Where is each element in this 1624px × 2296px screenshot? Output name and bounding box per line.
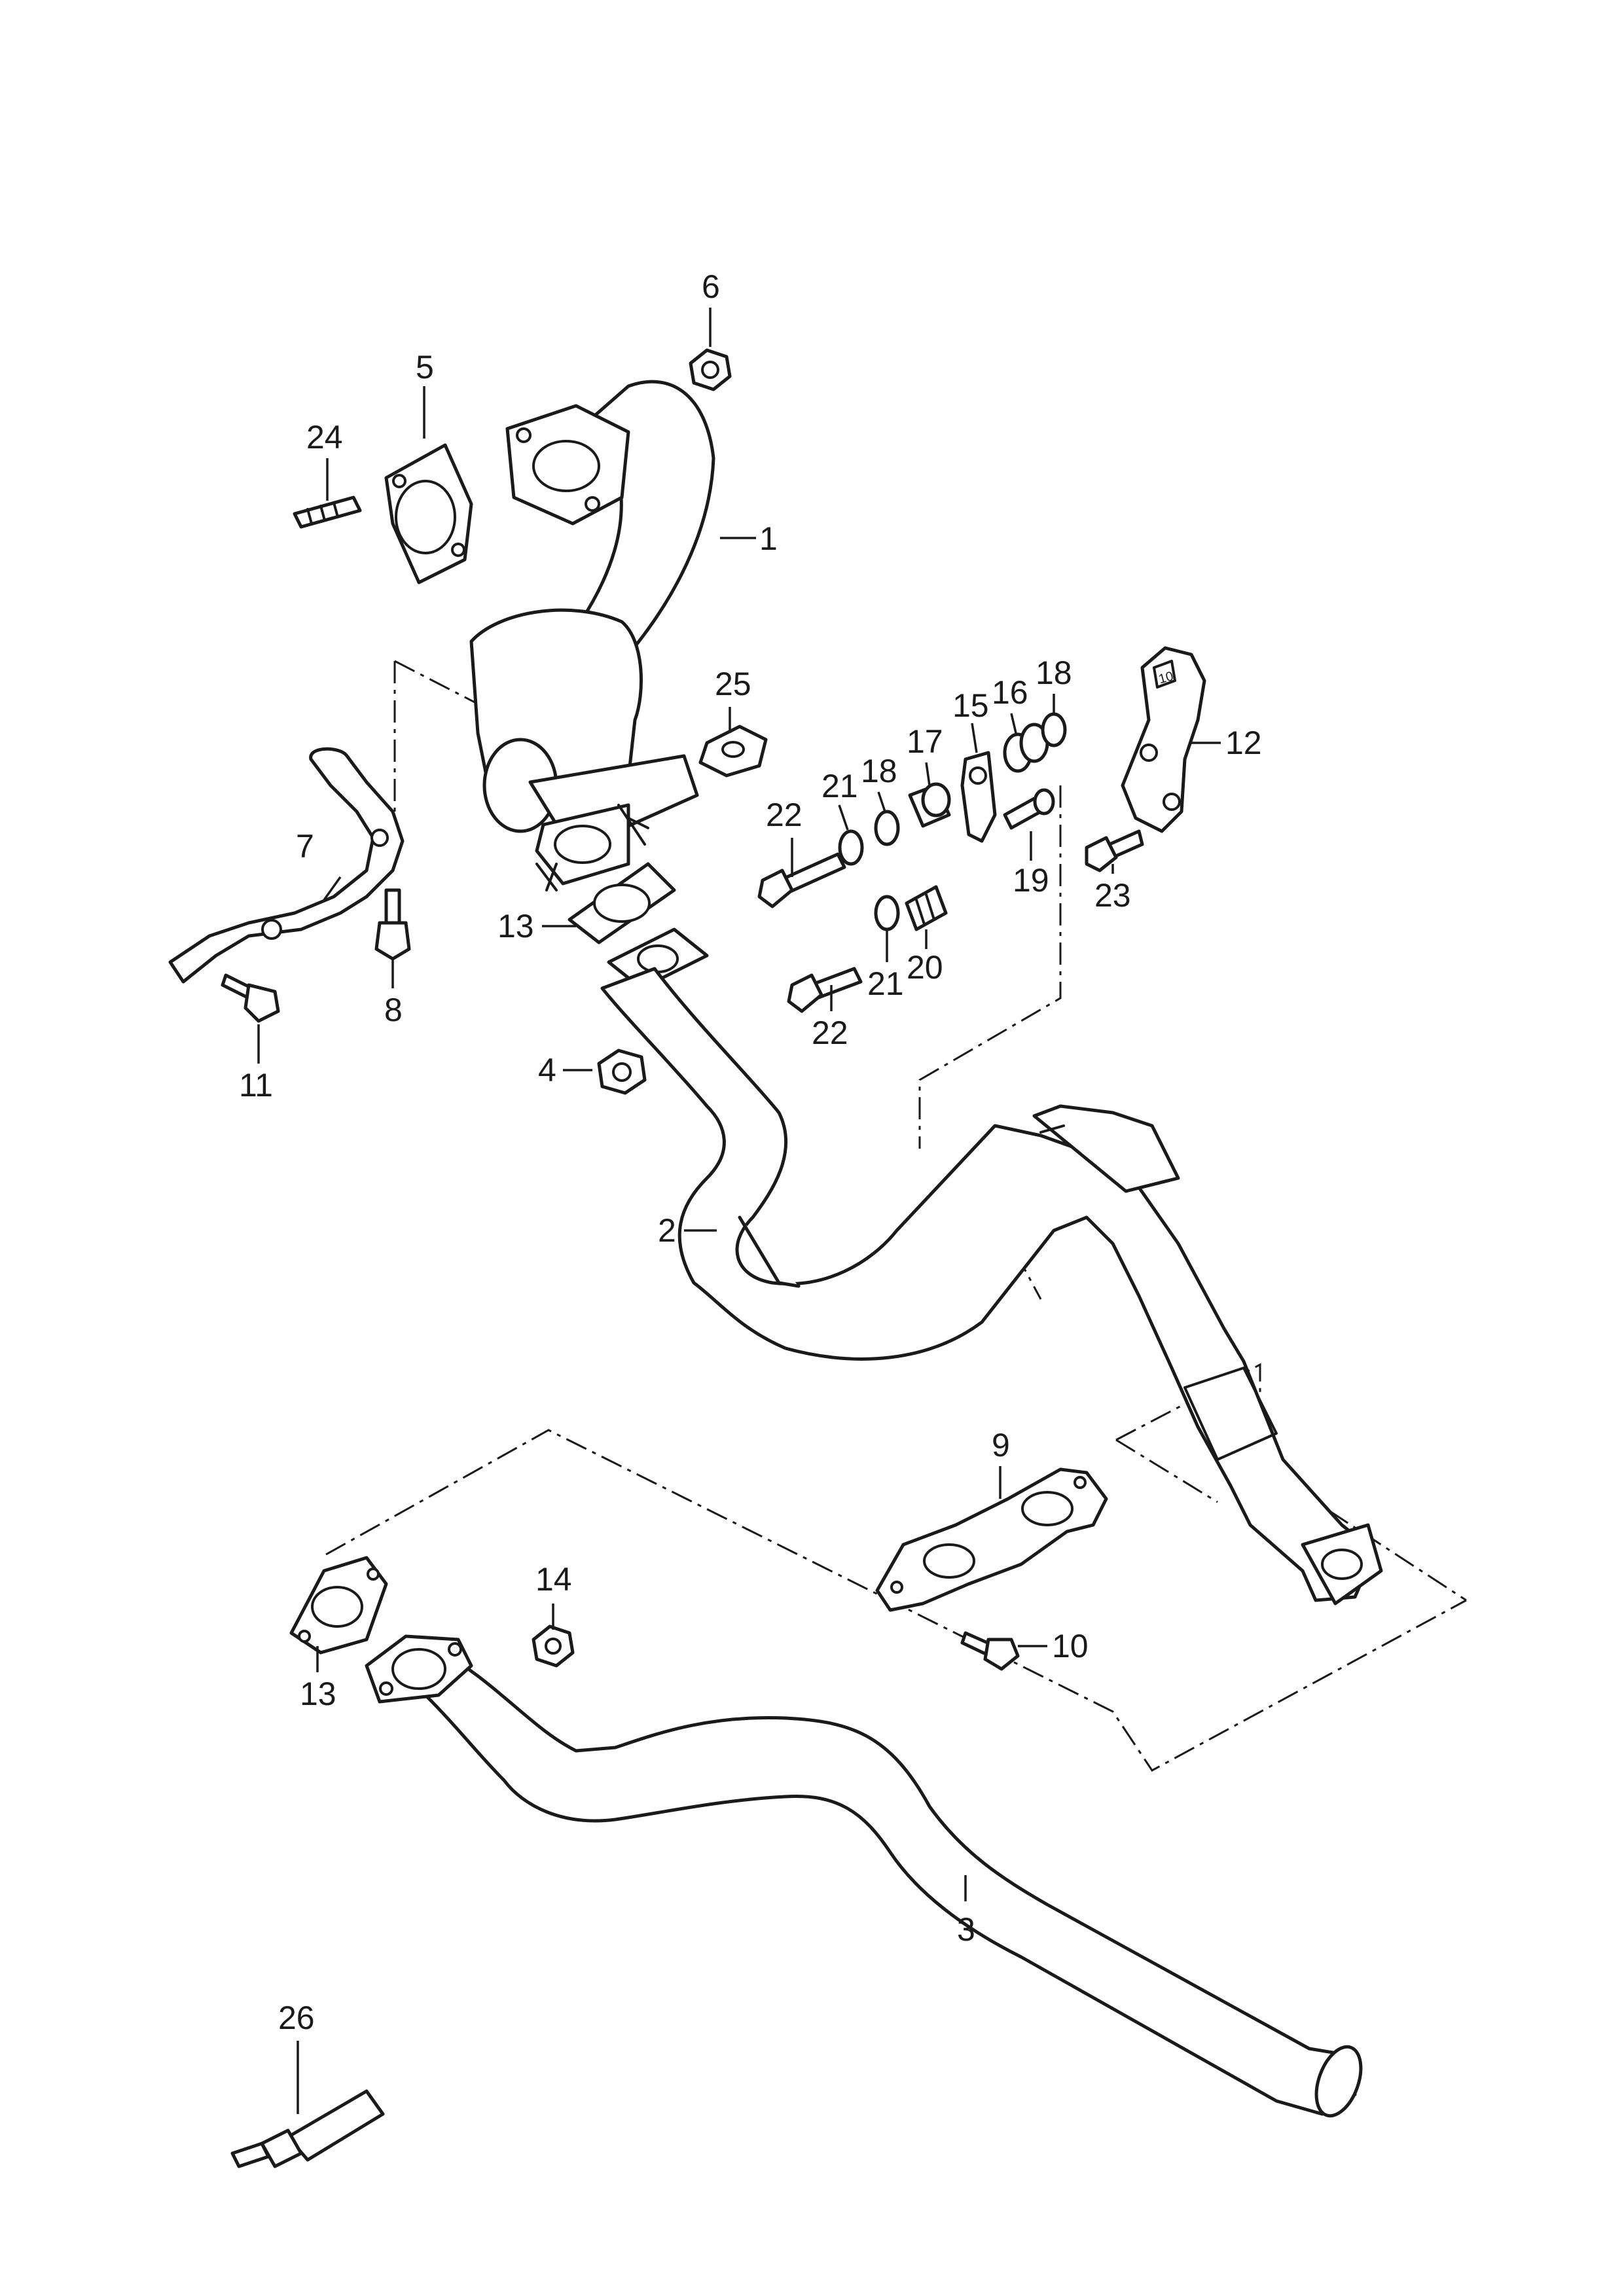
callout-24: 24 — [306, 419, 343, 456]
callout-7: 7 — [296, 828, 314, 865]
callout-10: 10 — [1052, 1628, 1089, 1664]
mount-hardware-group — [698, 646, 1206, 1013]
callout-8: 8 — [384, 992, 403, 1028]
callout-20: 20 — [907, 949, 943, 986]
callout-4: 4 — [538, 1052, 556, 1088]
gasket-13-lower — [289, 1556, 388, 1655]
callout-21-upper: 21 — [821, 768, 858, 804]
callout-18-top: 18 — [1036, 655, 1072, 691]
callout-5: 5 — [416, 349, 434, 386]
hanger-9 — [875, 1467, 1108, 1612]
leader-lines — [257, 308, 1221, 2114]
callout-13-upper: 13 — [497, 908, 534, 944]
callout-22-upper: 22 — [766, 797, 803, 833]
callout-21-lower: 21 — [867, 965, 904, 1002]
callout-6: 6 — [702, 268, 720, 305]
callout-labels: 1 2 3 4 5 6 7 8 9 10 11 12 13 13 14 15 1… — [239, 268, 1262, 2036]
callout-1: 1 — [759, 520, 778, 557]
front-pipe-with-catalytic-converter — [469, 380, 715, 891]
bolt-10 — [960, 1631, 1020, 1671]
callout-19: 19 — [1013, 862, 1049, 899]
callout-17: 17 — [907, 723, 943, 760]
callout-26: 26 — [278, 2000, 315, 2036]
callout-23: 23 — [1094, 877, 1131, 914]
callout-18-mid: 18 — [861, 753, 897, 789]
stud-24 — [293, 495, 362, 529]
callout-13-lower: 13 — [300, 1676, 336, 1712]
intermediate-pipe-2 — [600, 927, 1383, 1605]
callout-14: 14 — [535, 1561, 572, 1598]
sealant-tube-26 — [230, 2089, 385, 2168]
callout-3: 3 — [957, 1911, 975, 1948]
nut-4 — [597, 1049, 647, 1095]
callout-22-lower: 22 — [812, 1014, 848, 1051]
bolt-8 — [374, 888, 411, 961]
gasket-5 — [384, 443, 473, 584]
nut-6 — [689, 348, 732, 391]
nut-14 — [532, 1624, 575, 1668]
gasket-13-upper — [568, 862, 676, 944]
callout-9: 9 — [992, 1427, 1010, 1463]
callout-2: 2 — [658, 1212, 676, 1249]
tail-pipe-3 — [365, 1634, 1363, 2118]
bracket-7 — [168, 747, 405, 984]
callout-11: 11 — [239, 1067, 273, 1103]
callout-16: 16 — [992, 674, 1028, 711]
bolt-11 — [221, 973, 280, 1023]
callout-25: 25 — [715, 666, 751, 702]
callout-12: 12 — [1225, 725, 1262, 761]
callout-15: 15 — [952, 687, 989, 724]
